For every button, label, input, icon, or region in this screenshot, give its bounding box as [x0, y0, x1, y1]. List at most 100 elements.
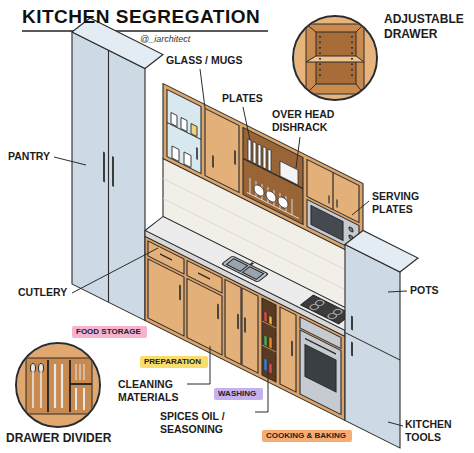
base-cabinets-part [264, 358, 267, 372]
drawer-divider-inset-part [76, 388, 84, 410]
counter-top-part [242, 267, 263, 280]
base-cabinets-part [108, 50, 109, 302]
part-label: KITCHEN TOOLS [405, 418, 457, 443]
base-cabinets-part [262, 298, 276, 382]
upper-cabinets-part [254, 183, 264, 198]
base-cabinets-part [345, 245, 400, 449]
zone-tag: PREPARATION [140, 356, 208, 368]
base-cabinets-part [269, 363, 272, 375]
adjustable-drawer-inset-part [290, 14, 380, 104]
upper-cabinets-part [263, 147, 266, 170]
upper-cabinets-part [266, 189, 276, 204]
leader-line [54, 69, 407, 426]
upper-cabinets-part [247, 177, 299, 219]
base-cabinets-part [305, 339, 336, 355]
part-label: OVER HEAD DISHRACK [272, 108, 338, 133]
adjustable-drawer-inset-part [306, 24, 364, 94]
upper-cabinets-part [184, 152, 191, 168]
base-cabinets-part [280, 307, 296, 392]
base-cabinets-part [300, 330, 341, 415]
drawer-divider-inset-part [55, 364, 62, 408]
drawer-divider-inset-part [40, 372, 42, 408]
adjustable-drawer-inset-part [306, 24, 364, 94]
upper-cabinets-part [172, 146, 179, 162]
tall-unit-top [345, 231, 418, 273]
base-cabinets-part [104, 152, 113, 187]
base-cabinets-part [262, 321, 276, 352]
base-cabinets-part [72, 32, 145, 321]
zone-label: PREPARATION [144, 357, 201, 367]
zone-tag: COOKING & BAKING [262, 430, 352, 442]
upper-cabinets-part [243, 128, 303, 225]
inset-label: ADJUSTABLE DRAWER [384, 12, 470, 42]
counter-top-part [250, 263, 253, 265]
upper-cabinets-part [311, 206, 343, 241]
upper-cabinets-part [167, 90, 201, 174]
inset-circle [293, 16, 377, 100]
upper-cabinets-part [234, 151, 236, 165]
base-cabinets-part [187, 279, 222, 356]
leader-line-part [388, 291, 407, 292]
drawer-divider-inset [14, 341, 104, 431]
upper-cabinets-part [258, 144, 261, 167]
part-label: SPICES OIL / SEASONING [160, 410, 252, 435]
adjustable-drawer-inset [290, 14, 380, 104]
inset-circle [16, 343, 100, 427]
drawer-divider-inset-part [32, 372, 34, 408]
upper-cabinets-part [268, 149, 271, 172]
upper-cabinets-part [212, 156, 214, 168]
base-cabinets-part [351, 316, 353, 356]
drawer-divider-inset-part [14, 341, 104, 431]
upper-cabinets-part [171, 113, 177, 127]
base-cabinets-part [269, 316, 272, 326]
zone-tag: FOOD STORAGE [72, 326, 147, 338]
upper-cabinets-part [349, 227, 353, 233]
base-cabinets-part [345, 333, 400, 361]
part-label: CUTLERY [18, 286, 67, 299]
drawer-divider-inset-part [39, 364, 44, 373]
drawer-divider-inset-part [31, 364, 36, 373]
upper-cabinets-part [191, 124, 197, 137]
base-cabinets-part [264, 311, 267, 323]
counter-top-part [327, 313, 338, 320]
adjustable-drawer-inset-part [306, 56, 364, 62]
leader-line-part [352, 201, 369, 215]
zone-label: FOOD STORAGE [76, 327, 141, 337]
upper-cabinets-part [248, 139, 251, 162]
base-cabinets-part [160, 254, 292, 356]
zone-label: COOKING & BAKING [266, 431, 346, 441]
leader-line-part [72, 248, 158, 293]
leader-line-part [54, 157, 86, 165]
base-cabinets-part [264, 335, 267, 347]
part-label: PANTRY [8, 150, 50, 163]
drawer-divider-inset-part [76, 364, 84, 380]
drawer-divider-inset-part [26, 358, 92, 414]
adjustable-drawer-inset-part [320, 36, 352, 80]
base-cabinets-part [148, 259, 184, 336]
upper-cabinets-part [329, 171, 337, 212]
part-label: GLASS / MUGS [166, 54, 242, 67]
upper-cabinets-part [243, 159, 303, 189]
zone-label: WASHING [218, 389, 256, 399]
watermark: @_iarchitect [140, 33, 190, 46]
base-cabinets-part [269, 337, 272, 350]
part-label: POTS [410, 284, 439, 297]
drawer-divider-inset-part [48, 360, 92, 412]
title-underline [22, 30, 268, 32]
counter-top-part [226, 259, 247, 272]
leader-line-part [296, 137, 300, 168]
upper-cabinets-part [181, 118, 187, 132]
diagram-title: KITCHEN SEGREGATION [22, 6, 260, 28]
inset-label: DRAWER DIVIDER [6, 432, 111, 445]
counter-top-part [309, 304, 320, 311]
part-label: CLEANING MATERIALS [118, 378, 184, 403]
part-label: PLATES [222, 92, 263, 105]
upper-cabinets-part [278, 195, 288, 210]
upper-cabinets-part [196, 148, 198, 160]
part-label: SERVING PLATES [372, 190, 424, 215]
counter-top-part [332, 308, 343, 315]
upper-cabinets-part [280, 161, 298, 185]
counter-top-part [314, 299, 325, 306]
zone-tag: WASHING [214, 388, 263, 400]
